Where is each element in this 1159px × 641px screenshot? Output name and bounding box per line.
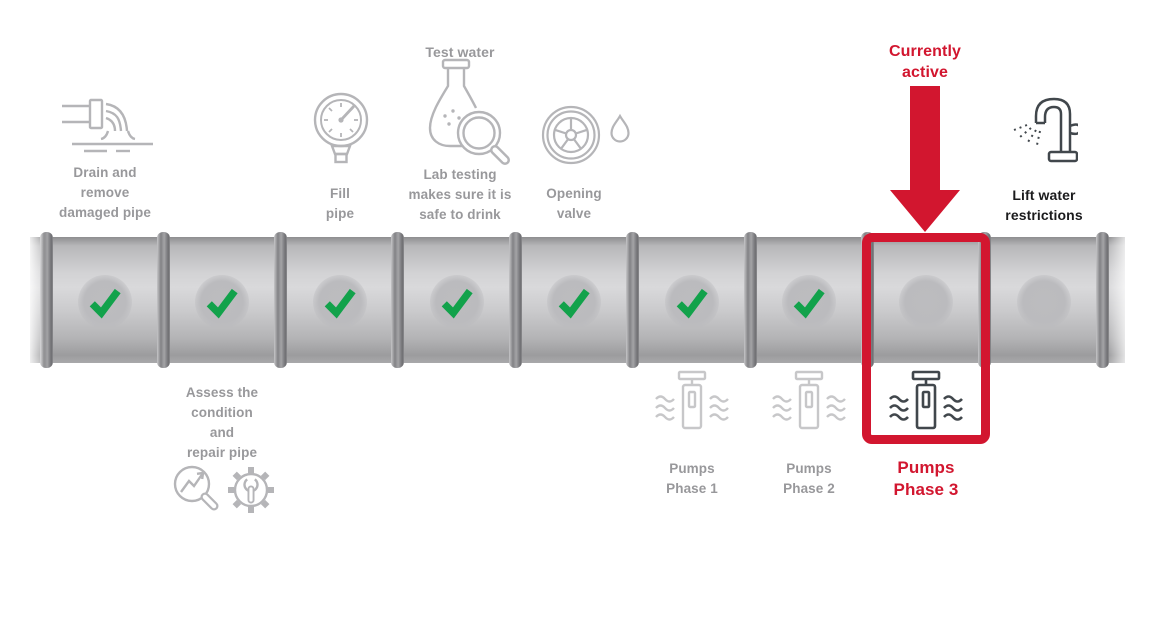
segment-status-lift bbox=[1017, 275, 1071, 329]
segment-status-valve bbox=[547, 275, 601, 329]
pump-icon bbox=[652, 369, 732, 431]
checkmark-icon bbox=[793, 288, 825, 319]
checkmark-icon bbox=[206, 288, 238, 319]
checkmark-icon bbox=[324, 288, 356, 319]
checkmark-icon bbox=[676, 288, 708, 319]
segment-status-fill bbox=[313, 275, 367, 329]
segment-status-test bbox=[430, 275, 484, 329]
pipe-joint-ring bbox=[626, 232, 639, 368]
pipe-left-fade bbox=[22, 231, 46, 369]
active-stage-highlight-box bbox=[862, 233, 990, 444]
pipe-joint-ring bbox=[744, 232, 757, 368]
stage-label-lift: Lift water restrictions bbox=[1005, 187, 1083, 223]
stage-label-assess: Assess the condition and repair pipe bbox=[185, 385, 259, 460]
pump-icon bbox=[769, 369, 849, 431]
segment-status-pumps1 bbox=[665, 275, 719, 329]
magnifier-chart-and-gear-wrench-icon bbox=[167, 462, 277, 518]
stage-label-pumps3: Pumps Phase 3 bbox=[893, 458, 959, 499]
pipe-right-fade bbox=[1108, 231, 1142, 369]
stage-label-pumps2: Pumps Phase 2 bbox=[783, 461, 835, 496]
pipe-joint-ring bbox=[509, 232, 522, 368]
checkmark-icon bbox=[441, 288, 473, 319]
segment-status-assess bbox=[195, 275, 249, 329]
stage-label-valve: Opening valve bbox=[546, 186, 602, 221]
pressure-gauge-icon bbox=[312, 92, 370, 164]
checkmark-icon bbox=[89, 288, 121, 319]
pipe-joint-ring bbox=[157, 232, 170, 368]
checkmark-icon bbox=[558, 288, 590, 319]
pipe-joint-ring bbox=[1096, 232, 1109, 368]
stage-label-pumps1: Pumps Phase 1 bbox=[666, 461, 718, 496]
water-tap-icon bbox=[1002, 90, 1078, 170]
segment-status-pumps2 bbox=[782, 275, 836, 329]
stage-label-test: Lab testing makes sure it is safe to dri… bbox=[408, 167, 512, 222]
pipe-joint-ring bbox=[391, 232, 404, 368]
segment-status-drain bbox=[78, 275, 132, 329]
stage-label-drain: Drain and remove damaged pipe bbox=[59, 165, 151, 220]
valve-wheel-icon bbox=[540, 103, 634, 167]
stage-label-fill: Fill pipe bbox=[325, 186, 355, 221]
stage-title-test-water: Test water bbox=[425, 44, 495, 60]
currently-active-label: Currently active bbox=[888, 43, 962, 81]
pump-icon bbox=[886, 369, 966, 431]
drain-pipe-icon bbox=[60, 97, 155, 155]
segment-status-pumps3 bbox=[899, 275, 953, 329]
flask-magnifier-icon bbox=[413, 58, 513, 168]
pipe-joint-ring bbox=[274, 232, 287, 368]
currently-active-arrow-icon bbox=[890, 86, 960, 232]
